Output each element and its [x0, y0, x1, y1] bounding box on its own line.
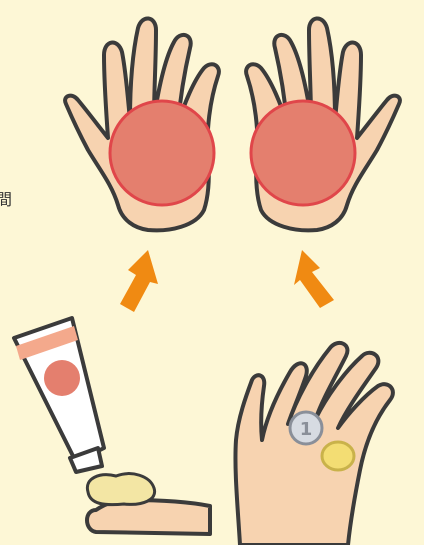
arrow-up-icon — [120, 250, 158, 312]
lower-hand — [235, 343, 392, 545]
cream-tube-icon — [14, 318, 104, 472]
right-palm-spot — [251, 101, 355, 205]
left-palm-spot — [110, 101, 214, 205]
left-palm-icon — [65, 18, 219, 230]
coin-label: 1 — [300, 419, 313, 440]
tube-dot — [44, 360, 80, 396]
right-palm-icon — [246, 18, 400, 230]
finger-icon — [87, 474, 210, 534]
cream-blob — [87, 474, 154, 505]
arrow-up-icon — [294, 250, 334, 308]
coin-hand-icon: 1 — [235, 343, 392, 545]
gold-coin — [322, 442, 354, 470]
coin-icon: 1 — [290, 412, 322, 444]
